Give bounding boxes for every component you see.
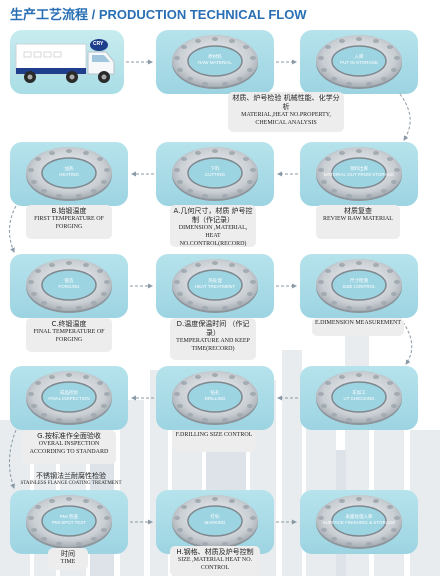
note-material-analysis: 材质、炉号检验 机械性能、化学分析 MATERIAL,HEAT NO.PROPE…	[228, 92, 344, 132]
note-text-en: FINAL TEMPERATURE OF FORGING	[33, 329, 105, 343]
step-forging: 锻造 FORGING	[10, 254, 128, 318]
step-label-en: SURFACE FINISHING & STORAGE	[322, 520, 396, 525]
step-drilling: 钻孔 DRILLING	[156, 366, 274, 430]
step-label-en: PMI SPOT TEST	[51, 520, 87, 525]
step-label-cn: PMI 检查	[59, 514, 79, 519]
step-label-en: MATERIAL OUT FROM STORAGE	[323, 172, 395, 177]
note-text-cn: C.终锻温度	[51, 320, 87, 328]
step-label-en: FORGING	[58, 284, 80, 289]
step-label-en: RAW MATERIAL	[198, 60, 232, 65]
note-text-en: FIRST TEMPERATURE OF FORGING	[34, 216, 104, 230]
step-label-cn: 尺寸检测	[350, 278, 368, 283]
note-review-raw-material: 材质复查 REVIEW RAW MATERIAL	[316, 205, 400, 239]
note-text-cn: D.温度保温时间 （作记录）	[176, 320, 250, 338]
step-label-cn: 锻造	[64, 278, 74, 283]
note-text-en: STAINLESS FLANGE COATING TREATMENT	[20, 481, 122, 487]
note-text-cn: G.按标准作全面验收	[37, 432, 101, 440]
step-pmi-spot-test: PMI 检查 PMI SPOT TEST	[10, 490, 128, 554]
step-cutting: 下料 CUTTING	[156, 142, 274, 206]
note-text-en: TEMPERATURE AND KEEP TIME(RECORD)	[176, 338, 250, 352]
raw-material-truck-card: CRY	[10, 30, 124, 94]
step-label-en: CUTTING	[205, 172, 225, 177]
note-text-cn: A.几何尺寸，材质 炉号控制（作记录）	[173, 207, 253, 225]
note-text-en: TIME	[60, 559, 76, 566]
step-label-en: HEATING	[59, 172, 79, 177]
note-text-en: SIZE ,MATERIAL HEAT NO. CONTROL	[177, 557, 253, 571]
step-label-cn: 打标	[210, 514, 220, 519]
step-size-control: 尺寸检测 SIZE CONTROL	[300, 254, 418, 318]
step-label-en: SIZE CONTROL	[342, 284, 376, 289]
step-heating: 加热 HEATING	[10, 142, 128, 206]
note-text-cn: 材质、炉号检验 机械性能、化学分析	[232, 94, 340, 112]
step-label-en: FINAL INSPECTION	[48, 396, 90, 401]
note-text-cn: 时间	[61, 550, 75, 558]
step-label-cn: 下料	[210, 166, 220, 171]
truck-logo: CRY	[93, 41, 104, 47]
note-text-cn: 材质复查	[344, 207, 372, 215]
note-text-en: DIMENSION ,MATERIAL, HEAT NO.CONTROL(REC…	[178, 225, 248, 247]
step-label-cn: 热处理	[208, 278, 222, 283]
note-time: 时间 TIME	[48, 548, 88, 570]
note-text-en: E.DIMENSION MEASUREMENT	[315, 320, 401, 326]
step-label-cn: 领料出库	[350, 166, 368, 171]
step-label-cn: 车加工	[352, 390, 366, 395]
step-ut-checking: 车加工 UT CHECKING	[300, 366, 418, 430]
note-final-temperature: C.终锻温度 FINAL TEMPERATURE OF FORGING	[26, 318, 112, 352]
note-text-cn: B.始锻温度	[51, 207, 87, 215]
note-text-en: OVERAL INSPECTION ACCORDING TO STANDARD	[29, 441, 109, 455]
step-label-cn: 原材料	[208, 54, 222, 59]
note-text-en: REVIEW RAW MATERIAL	[323, 216, 393, 223]
step-put-in-storage: 入库 PUT IN STORAGE	[300, 30, 418, 94]
step-final-inspection: 成品检验 FINAL INSPECTION	[10, 366, 128, 430]
page-title: 生产工艺流程 / PRODUCTION TECHNICAL FLOW	[10, 7, 307, 22]
step-label-cn: 成品检验	[60, 390, 78, 395]
step-label-en: DRILLING	[204, 396, 226, 401]
note-first-temperature: B.始锻温度 FIRST TEMPERATURE OF FORGING	[26, 205, 112, 239]
note-temperature-keep-time: D.温度保温时间 （作记录） TEMPERATURE AND KEEP TIME…	[170, 318, 256, 360]
note-drilling-size-control: F.DRILLING SIZE CONTROL	[172, 430, 256, 452]
step-label-en: MARKING	[204, 520, 226, 525]
step-label-en: UT CHECKING	[343, 396, 375, 401]
step-label-en: HEAT TREATMENT	[195, 284, 235, 289]
note-text-en: MATERIAL,HEAT NO.PROPERTY, CHEMICAL ANAL…	[241, 112, 331, 126]
step-label-cn: 钻孔	[210, 390, 220, 395]
note-text-en: F.DRILLING SIZE CONTROL	[175, 432, 253, 438]
step-heat-treatment: 热处理 HEAT TREATMENT	[156, 254, 274, 318]
note-text-cn: 不锈钢法兰耐腐性检验	[36, 472, 106, 480]
step-label-cn: 加热	[64, 166, 74, 171]
note-dimension-measurement: E.DIMENSION MEASUREMENT	[312, 318, 404, 336]
step-label-cn: 入库	[354, 54, 364, 59]
note-text-cn: H.钢格、材质及炉号控制	[176, 548, 254, 556]
step-marking: 打标 MARKING	[156, 490, 274, 554]
note-dimension-control: A.几何尺寸，材质 炉号控制（作记录） DIMENSION ,MATERIAL,…	[170, 205, 256, 247]
step-surface-finishing: 表面处理入库 SURFACE FINISHING & STORAGE	[300, 490, 418, 554]
note-marking-control: H.钢格、材质及炉号控制 SIZE ,MATERIAL HEAT NO. CON…	[170, 546, 260, 576]
note-overall-inspection: G.按标准作全面验收 OVERAL INSPECTION ACCORDING T…	[22, 430, 116, 464]
note-stainless-coating: 不锈钢法兰耐腐性检验 STAINLESS FLANGE COATING TREA…	[4, 470, 138, 490]
step-material-out: 领料出库 MATERIAL OUT FROM STORAGE	[300, 142, 418, 206]
step-label-en: PUT IN STORAGE	[340, 60, 378, 65]
step-raw-material: 原材料 RAW MATERIAL	[156, 30, 274, 94]
truck-icon	[15, 39, 115, 83]
step-label-cn: 表面处理入库	[345, 514, 373, 519]
